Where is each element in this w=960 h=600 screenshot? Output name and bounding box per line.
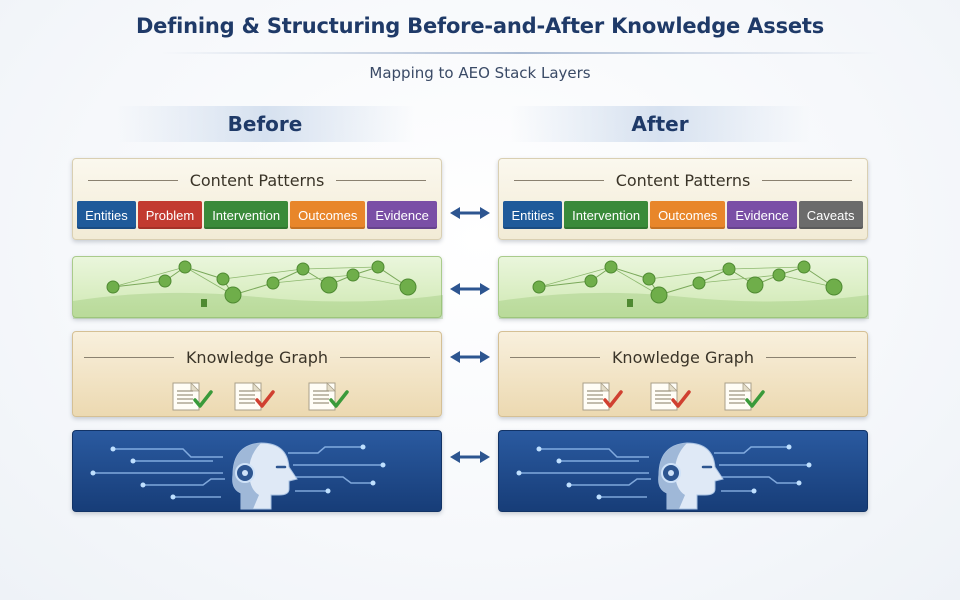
pattern-pill-entities: Entities <box>77 201 136 229</box>
knowledge-graph-label: Knowledge Graph <box>73 348 441 367</box>
content-patterns-label-text: Content Patterns <box>615 171 751 190</box>
documents-before <box>73 382 441 412</box>
title-divider <box>160 52 880 54</box>
network-layer-after <box>498 256 869 319</box>
label-dash <box>83 357 174 358</box>
pattern-pill-outcomes: Outcomes <box>650 201 726 229</box>
pattern-pill-entities: Entities <box>503 201 563 229</box>
label-dash <box>336 180 427 181</box>
label-dash <box>87 180 178 181</box>
double-arrow-icon <box>450 283 490 295</box>
pattern-pill-intervention: Intervention <box>204 201 289 229</box>
network-layer-before <box>72 256 443 319</box>
pattern-pill-caveats: Caveats <box>798 201 863 229</box>
pattern-pill-problem: Problem <box>137 201 203 229</box>
label-dash <box>762 180 853 181</box>
document-check-icon <box>172 382 213 411</box>
knowledge-graph-label-text: Knowledge Graph <box>185 348 329 367</box>
document-check-icon <box>724 382 765 411</box>
knowledge-graph-layer-before: Knowledge Graph <box>72 331 442 417</box>
knowledge-graph-layer-after: Knowledge Graph <box>498 331 868 417</box>
double-arrow-icon <box>450 351 490 363</box>
ai-head-icon <box>90 442 386 510</box>
label-dash <box>513 180 604 181</box>
double-arrow-icon <box>450 207 490 219</box>
double-arrow-icon <box>450 451 490 463</box>
pattern-pill-outcomes: Outcomes <box>290 201 366 229</box>
network-graph-icon <box>73 260 443 319</box>
label-dash <box>509 357 600 358</box>
column-header-after: After <box>510 106 810 142</box>
label-dash <box>766 357 857 358</box>
pattern-pill-intervention: Intervention <box>564 201 649 229</box>
knowledge-graph-label-text: Knowledge Graph <box>611 348 755 367</box>
network-graph-icon <box>499 260 869 319</box>
ai-layer-before <box>72 430 442 512</box>
document-check-icon <box>308 382 349 411</box>
content-patterns-label-text: Content Patterns <box>189 171 325 190</box>
ai-head-icon <box>516 442 812 510</box>
page-subtitle: Mapping to AEO Stack Layers <box>369 64 591 82</box>
page-title: Defining & Structuring Before-and-After … <box>135 14 825 38</box>
content-patterns-label: Content Patterns <box>499 171 867 190</box>
document-check-icon <box>234 382 275 411</box>
ai-layer-after <box>498 430 868 512</box>
label-dash <box>340 357 431 358</box>
column-header-before: Before <box>115 106 415 142</box>
documents-after <box>499 382 867 412</box>
pattern-pill-evidence: Evidence <box>367 201 437 229</box>
pattern-pill-evidence: Evidence <box>727 201 797 229</box>
document-check-icon <box>650 382 691 411</box>
content-patterns-label: Content Patterns <box>73 171 441 190</box>
document-check-icon <box>582 382 623 411</box>
knowledge-graph-label: Knowledge Graph <box>499 348 867 367</box>
